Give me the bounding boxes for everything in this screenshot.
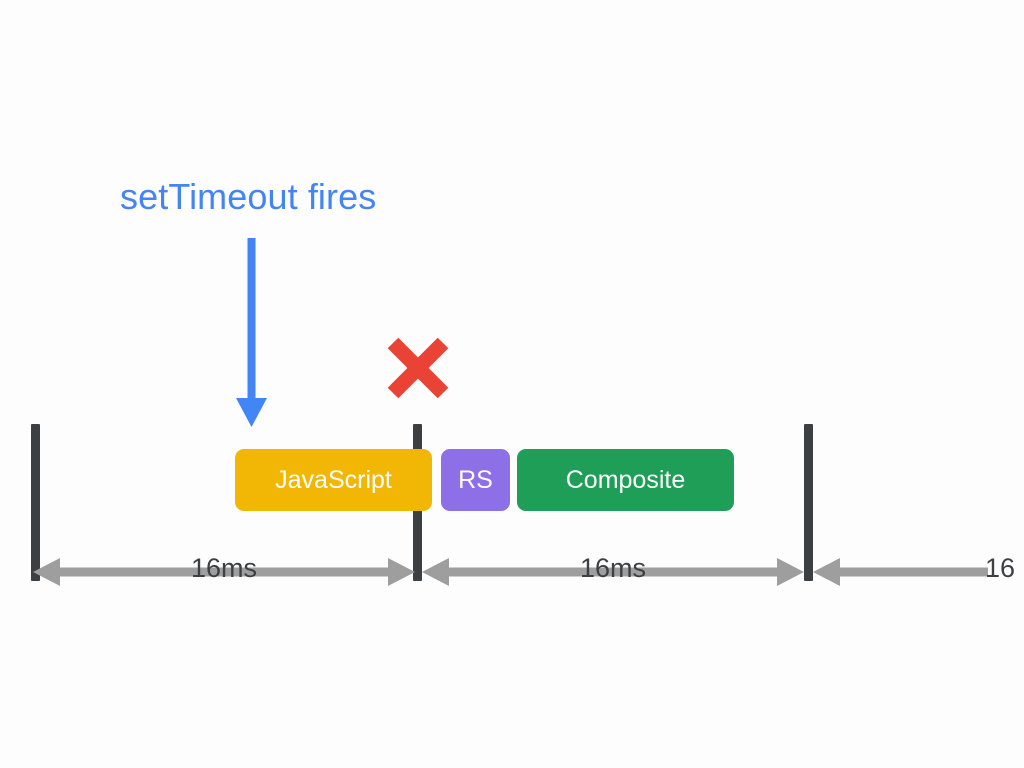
frame-tick-1 (31, 424, 40, 581)
x-mark-icon (386, 337, 450, 399)
task-block-label: RS (458, 465, 493, 494)
measure-arrow-2 (422, 552, 804, 592)
task-block-rs[interactable]: RS (441, 449, 510, 511)
measure-arrow-1 (33, 552, 415, 592)
task-block-label: JavaScript (275, 465, 392, 494)
measure-arrow-3 (813, 552, 1024, 592)
measure-label-2: 16ms (579, 553, 647, 583)
frame-tick-3 (804, 424, 813, 581)
task-block-composite[interactable]: Composite (517, 449, 734, 511)
task-block-javascript[interactable]: JavaScript (235, 449, 432, 511)
annotation-label-settimeout-fires: setTimeout fires (120, 176, 377, 217)
measure-label-1: 16ms (190, 553, 258, 583)
down-arrow-icon (232, 238, 272, 428)
task-block-label: Composite (565, 465, 686, 494)
measure-label-3: 16 (985, 553, 1016, 583)
